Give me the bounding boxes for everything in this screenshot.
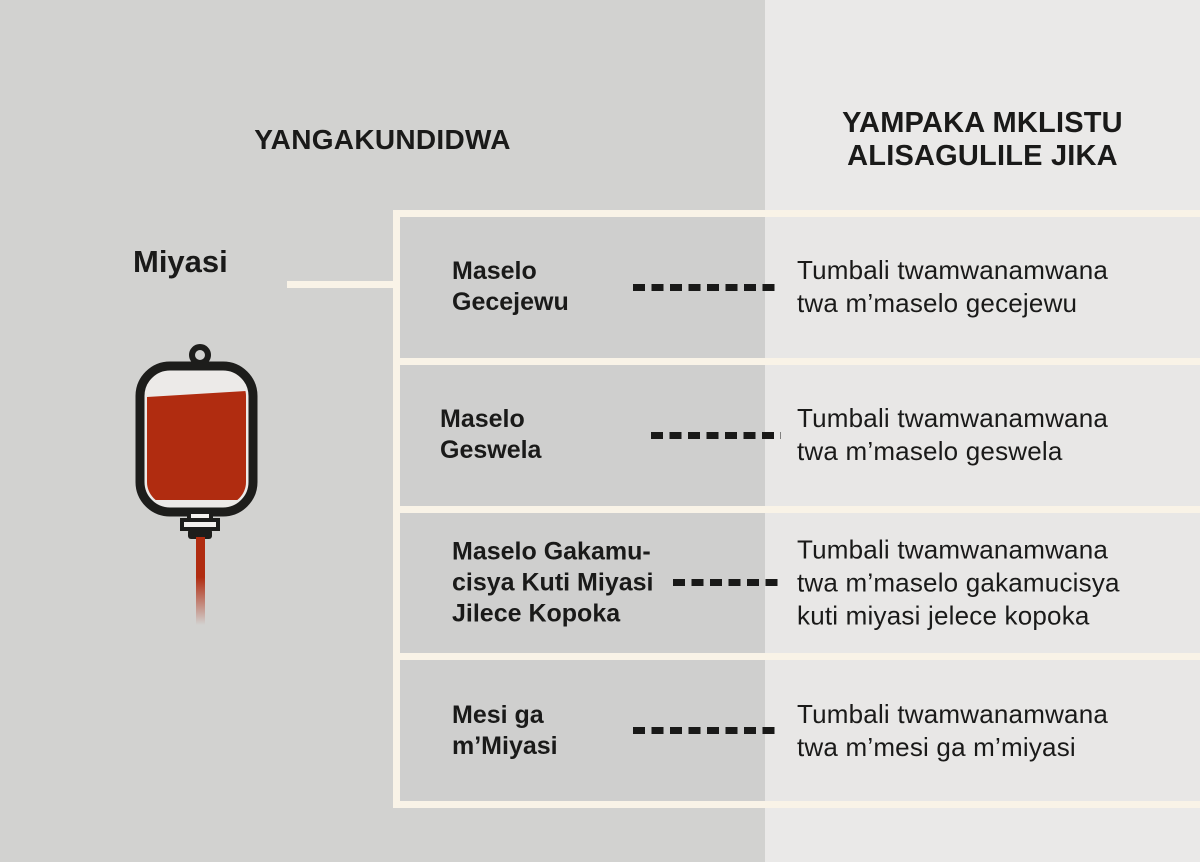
row-right-text: Tumbali twamwanamwana twa m’maselo gakam… — [797, 534, 1120, 631]
dashed-connector-line — [651, 431, 781, 439]
row-right-text: Tumbali twamwanamwana twa m’maselo geswe… — [797, 403, 1109, 467]
table-row: Maselo Geswela Tumbali twamwanamwana twa… — [400, 364, 1200, 506]
comparison-table: Maselo Gecejewu Tumbali twamwanamwana tw… — [393, 210, 1200, 808]
row-left-label: Maselo Geswela — [440, 405, 542, 465]
row-left-label: Mesi ga m’Miyasi — [452, 700, 558, 760]
row-right-text: Tumbali twamwanamwana twa m’maselo gecej… — [797, 255, 1109, 319]
blood-bag-icon — [135, 344, 258, 625]
dashed-connector-line — [673, 579, 781, 587]
left-column-header: YANGAKUNDIDWA — [254, 124, 511, 155]
table-row: Maselo Gakamu- cisya Kuti Miyasi Jilece … — [400, 512, 1200, 654]
row-right-text: Tumbali twamwanamwana twa m’mesi ga m’mi… — [797, 698, 1109, 762]
table-row: Mesi ga m’Miyasi Tumbali twamwanamwana t… — [400, 660, 1200, 801]
miyasi-connector-line — [287, 281, 400, 288]
row-left-label: Maselo Gakamu- cisya Kuti Miyasi Jilece … — [452, 537, 654, 628]
row-left-label: Maselo Gecejewu — [452, 257, 569, 317]
right-column-header-line1: YAMPAKA MKLISTU — [842, 107, 1123, 139]
dashed-connector-line — [633, 283, 781, 291]
dashed-connector-line — [633, 727, 781, 735]
table-row: Maselo Gecejewu Tumbali twamwanamwana tw… — [400, 217, 1200, 358]
right-column-header-line2: ALISAGULILE JIKA — [847, 140, 1118, 172]
right-column-header: YAMPAKA MKLISTU ALISAGULILE JIKA — [765, 107, 1200, 173]
source-label: Miyasi — [133, 244, 228, 279]
